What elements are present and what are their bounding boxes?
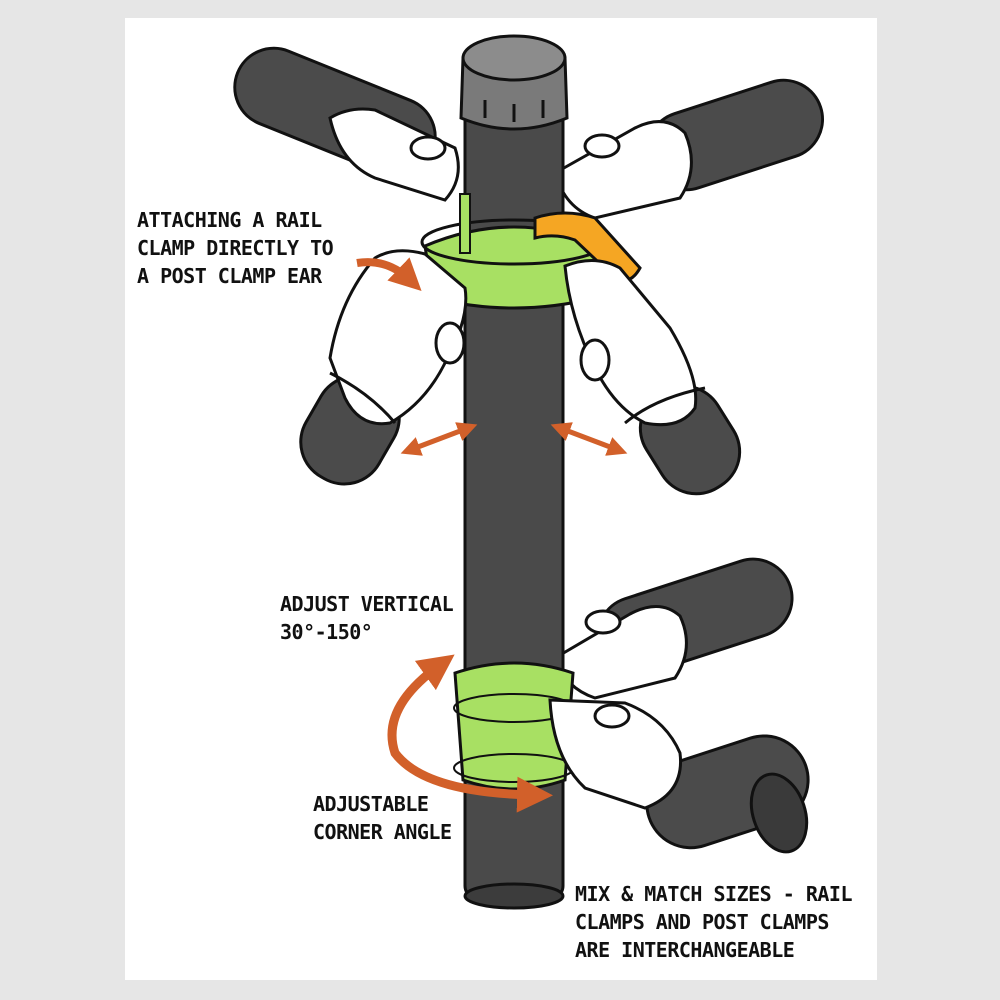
callout-rail-clamp-ear: ATTACHING A RAIL CLAMP DIRECTLY TO A POS…	[137, 206, 334, 290]
callout-mix-match-line3: ARE INTERCHANGEABLE	[575, 938, 795, 962]
callout-rail-clamp-ear-line3: A POST CLAMP EAR	[137, 264, 322, 288]
upper-left-rail-front	[299, 249, 468, 486]
callout-mix-match-line2: CLAMPS AND POST CLAMPS	[575, 910, 829, 934]
upper-left-rail-back	[233, 46, 460, 202]
diagram-panel: ATTACHING A RAIL CLAMP DIRECTLY TO A POS…	[125, 18, 877, 980]
rail-clamp-lower-front	[548, 698, 683, 810]
callout-rail-clamp-ear-line1: ATTACHING A RAIL	[137, 208, 322, 232]
callout-adjust-vertical-line1: ADJUST VERTICAL	[280, 592, 454, 616]
rail-clamp-upper-left-front	[328, 249, 468, 426]
corner-angle-curved-arrow	[387, 654, 553, 813]
post-cap	[459, 34, 569, 131]
callout-adjust-vertical: ADJUST VERTICAL 30°-150°	[280, 590, 454, 646]
callout-adjust-vertical-line2: 30°-150°	[280, 620, 373, 644]
callout-corner-angle-line1: ADJUSTABLE	[313, 792, 429, 816]
callout-corner-angle-line2: CORNER ANGLE	[313, 820, 452, 844]
rail-clamp-upper-right-back	[553, 120, 693, 220]
callout-rail-clamp-ear-line2: CLAMP DIRECTLY TO	[137, 236, 334, 260]
rail-clamp-upper-left-back	[328, 107, 460, 202]
callout-mix-match: MIX & MATCH SIZES - RAIL CLAMPS AND POST…	[575, 880, 852, 964]
rail-clamp-upper-right-front	[563, 259, 698, 427]
rail-clamp-ear-arrow	[356, 257, 422, 292]
upper-right-rail-front	[563, 259, 742, 496]
lower-right-rail-back	[553, 557, 794, 700]
lower-right-rail-front	[548, 698, 810, 854]
vertical-adjust-arrow-left	[400, 422, 478, 456]
callout-corner-angle: ADJUSTABLE CORNER ANGLE	[313, 790, 452, 846]
upper-right-rail-back	[553, 78, 825, 220]
callout-mix-match-line1: MIX & MATCH SIZES - RAIL	[575, 882, 852, 906]
vertical-adjust-arrow-right	[550, 422, 628, 456]
clamp-assembly-illustration	[233, 34, 825, 910]
